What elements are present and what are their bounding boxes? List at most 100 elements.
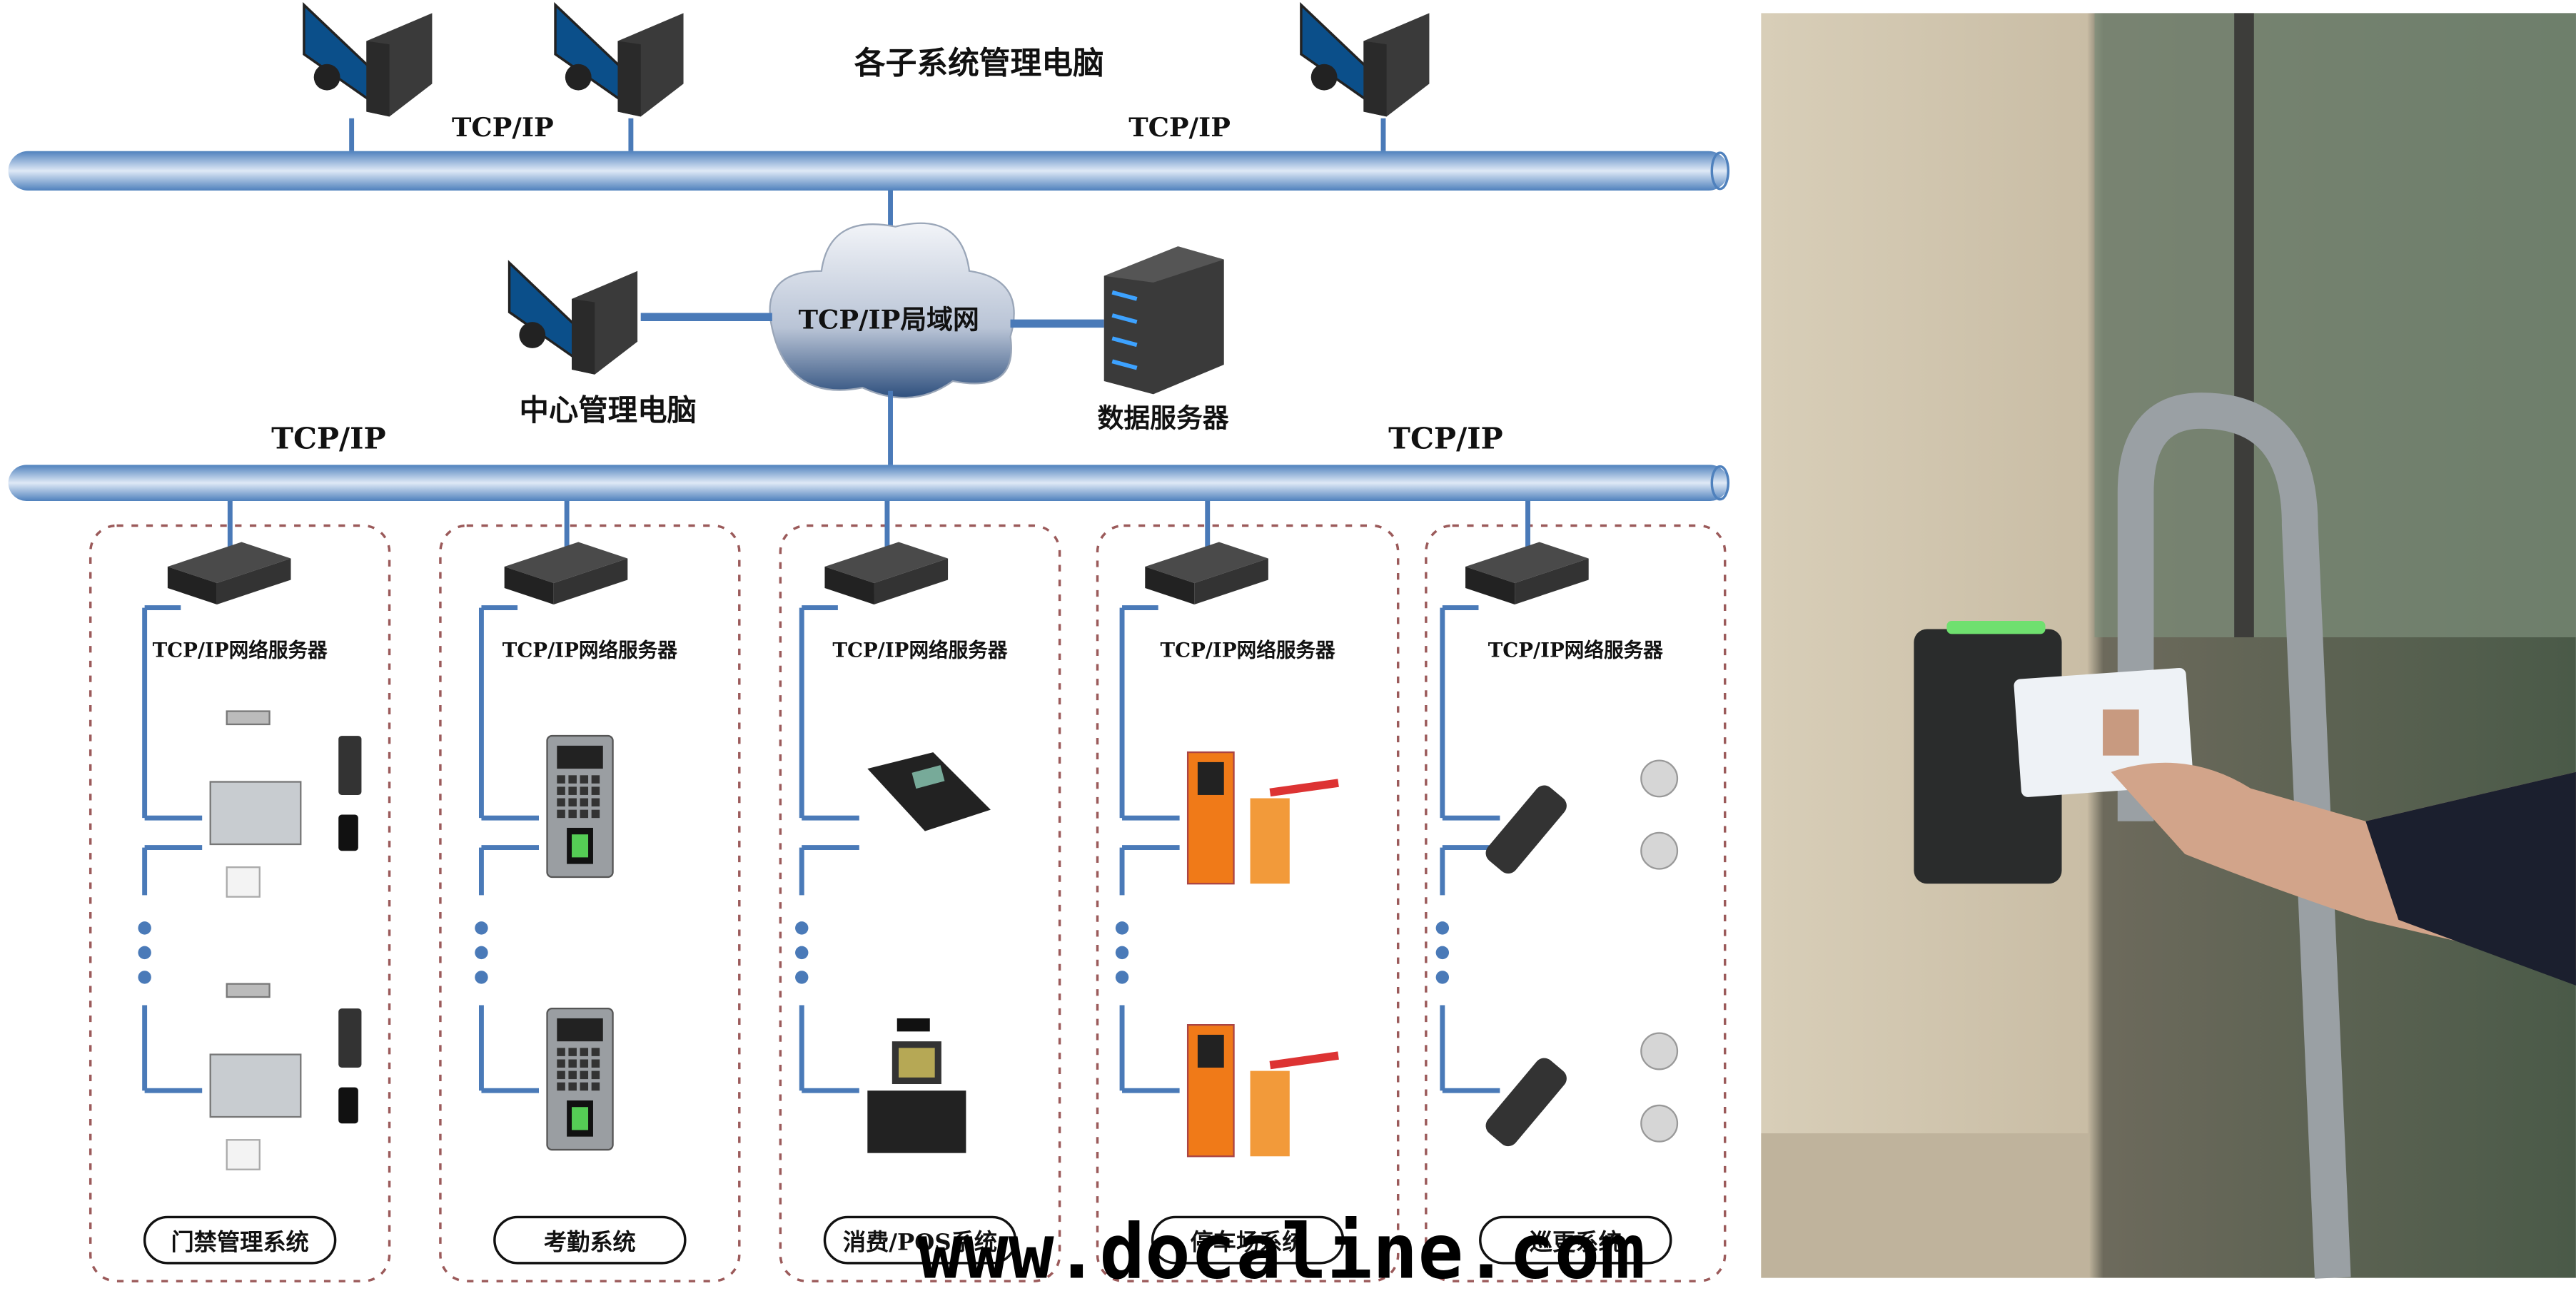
fingerprint-terminal-icon [546, 734, 614, 879]
network-server-icon [167, 542, 291, 604]
network-server-label: TCP/IP网络服务器 [832, 639, 1007, 662]
box-side [1515, 558, 1589, 604]
key [591, 786, 600, 795]
key [591, 1070, 600, 1080]
barrier-gate [1250, 1070, 1290, 1157]
monitor-stand [519, 322, 546, 348]
subsystem-name: 巡更系统 [1530, 1228, 1622, 1255]
checkpoint-icon [1640, 759, 1679, 798]
exit-button-icon [226, 866, 261, 898]
more-devices-dot [475, 946, 488, 960]
pipe-body [8, 151, 1729, 191]
box-front [167, 567, 217, 604]
key [568, 786, 577, 795]
box-side [553, 558, 628, 604]
subsystem-box [1096, 524, 1400, 1282]
barrier-gate [1250, 798, 1290, 884]
box-front [824, 567, 874, 604]
key [591, 798, 600, 807]
more-devices-dot [795, 971, 809, 984]
key [591, 1082, 600, 1091]
monitor-icon [507, 260, 577, 361]
subsystem-name: 停车场系统 [1191, 1228, 1305, 1255]
server-body [1103, 246, 1224, 395]
top-network-pipe [8, 151, 1730, 191]
subsystem-pc-icon [1300, 1, 1430, 117]
subsystem-name-pill [823, 1215, 1017, 1265]
subsystem-pc-icon [303, 1, 433, 117]
center-pc-icon [507, 260, 638, 375]
box-side [1194, 558, 1268, 604]
door-controller-icon [209, 983, 362, 1170]
key [591, 775, 600, 784]
door-lower [1761, 1133, 2090, 1278]
cash-register-icon [867, 1018, 966, 1153]
door-handle [2117, 393, 2351, 1279]
fingerprint-glow [572, 1107, 589, 1130]
network-server-label: TCP/IP网络服务器 [502, 639, 677, 662]
subsystem-name: 门禁管理系统 [171, 1228, 308, 1255]
tower-side [366, 41, 390, 117]
protocol-label: TCP/IP [271, 420, 386, 455]
access-card-photo [1761, 13, 2576, 1279]
more-devices-dot [138, 921, 151, 935]
server-led [1111, 290, 1138, 301]
network-server-label: TCP/IP网络服务器 [1488, 639, 1663, 662]
terminal-screen [557, 1018, 603, 1042]
protocol-label: TCP/IP [1388, 420, 1503, 455]
magnetic-lock-icon [226, 983, 271, 998]
network-server-icon [824, 542, 949, 604]
tower-side [617, 41, 641, 117]
key [557, 809, 565, 819]
patrol-reader-icon [1485, 1032, 1679, 1147]
parking-barrier-icon [1186, 751, 1339, 885]
key [557, 798, 565, 807]
lan-cloud-icon [769, 222, 1015, 399]
card-reader-icon [338, 1087, 358, 1124]
sleeve [2365, 771, 2576, 986]
patrol-reader-icon [1485, 759, 1679, 874]
monitor-icon [554, 1, 622, 103]
box-top [167, 542, 291, 584]
terminal-screen [557, 745, 603, 769]
more-devices-dot [138, 946, 151, 960]
parking-barrier-icon [1186, 1024, 1339, 1158]
more-devices-dot [1435, 971, 1450, 984]
key [557, 1082, 565, 1091]
network-server-label: TCP/IP网络服务器 [1161, 639, 1335, 662]
window-glass [2094, 13, 2576, 637]
key [568, 1048, 577, 1056]
more-devices-dot [1435, 921, 1450, 935]
box-top [504, 542, 628, 584]
keypad-reader-icon [338, 1008, 362, 1068]
box-top [1145, 542, 1268, 584]
more-devices-dot [1115, 971, 1129, 984]
data-server-icon [1103, 246, 1224, 395]
checkpoint-icon [1640, 1104, 1679, 1143]
exit-button-icon [226, 1139, 261, 1170]
protocol-label: TCP/IP [452, 111, 554, 143]
barrier-arm [1269, 779, 1339, 797]
pipe-end [1710, 151, 1730, 191]
pos-terminal-icon [867, 752, 991, 831]
more-devices-dot [1115, 946, 1129, 960]
key [568, 1059, 577, 1068]
subsystem-box [1425, 524, 1727, 1282]
monitor-stand [1310, 64, 1338, 91]
key [591, 1059, 600, 1068]
key [568, 775, 577, 784]
top-title: 各子系统管理电脑 [854, 46, 1104, 82]
key [591, 1048, 600, 1056]
key [557, 786, 565, 795]
patrol-wand [1485, 1058, 1567, 1147]
ticket-screen [1197, 761, 1224, 795]
monitor-icon [1300, 1, 1368, 103]
fingerprint-glow [572, 834, 589, 858]
box-top [824, 542, 949, 584]
subsystem-box [779, 524, 1061, 1282]
tower-side [1363, 41, 1387, 117]
subsystem-box [89, 524, 391, 1282]
subsystem-box [439, 524, 741, 1282]
network-server-icon [1145, 542, 1268, 604]
